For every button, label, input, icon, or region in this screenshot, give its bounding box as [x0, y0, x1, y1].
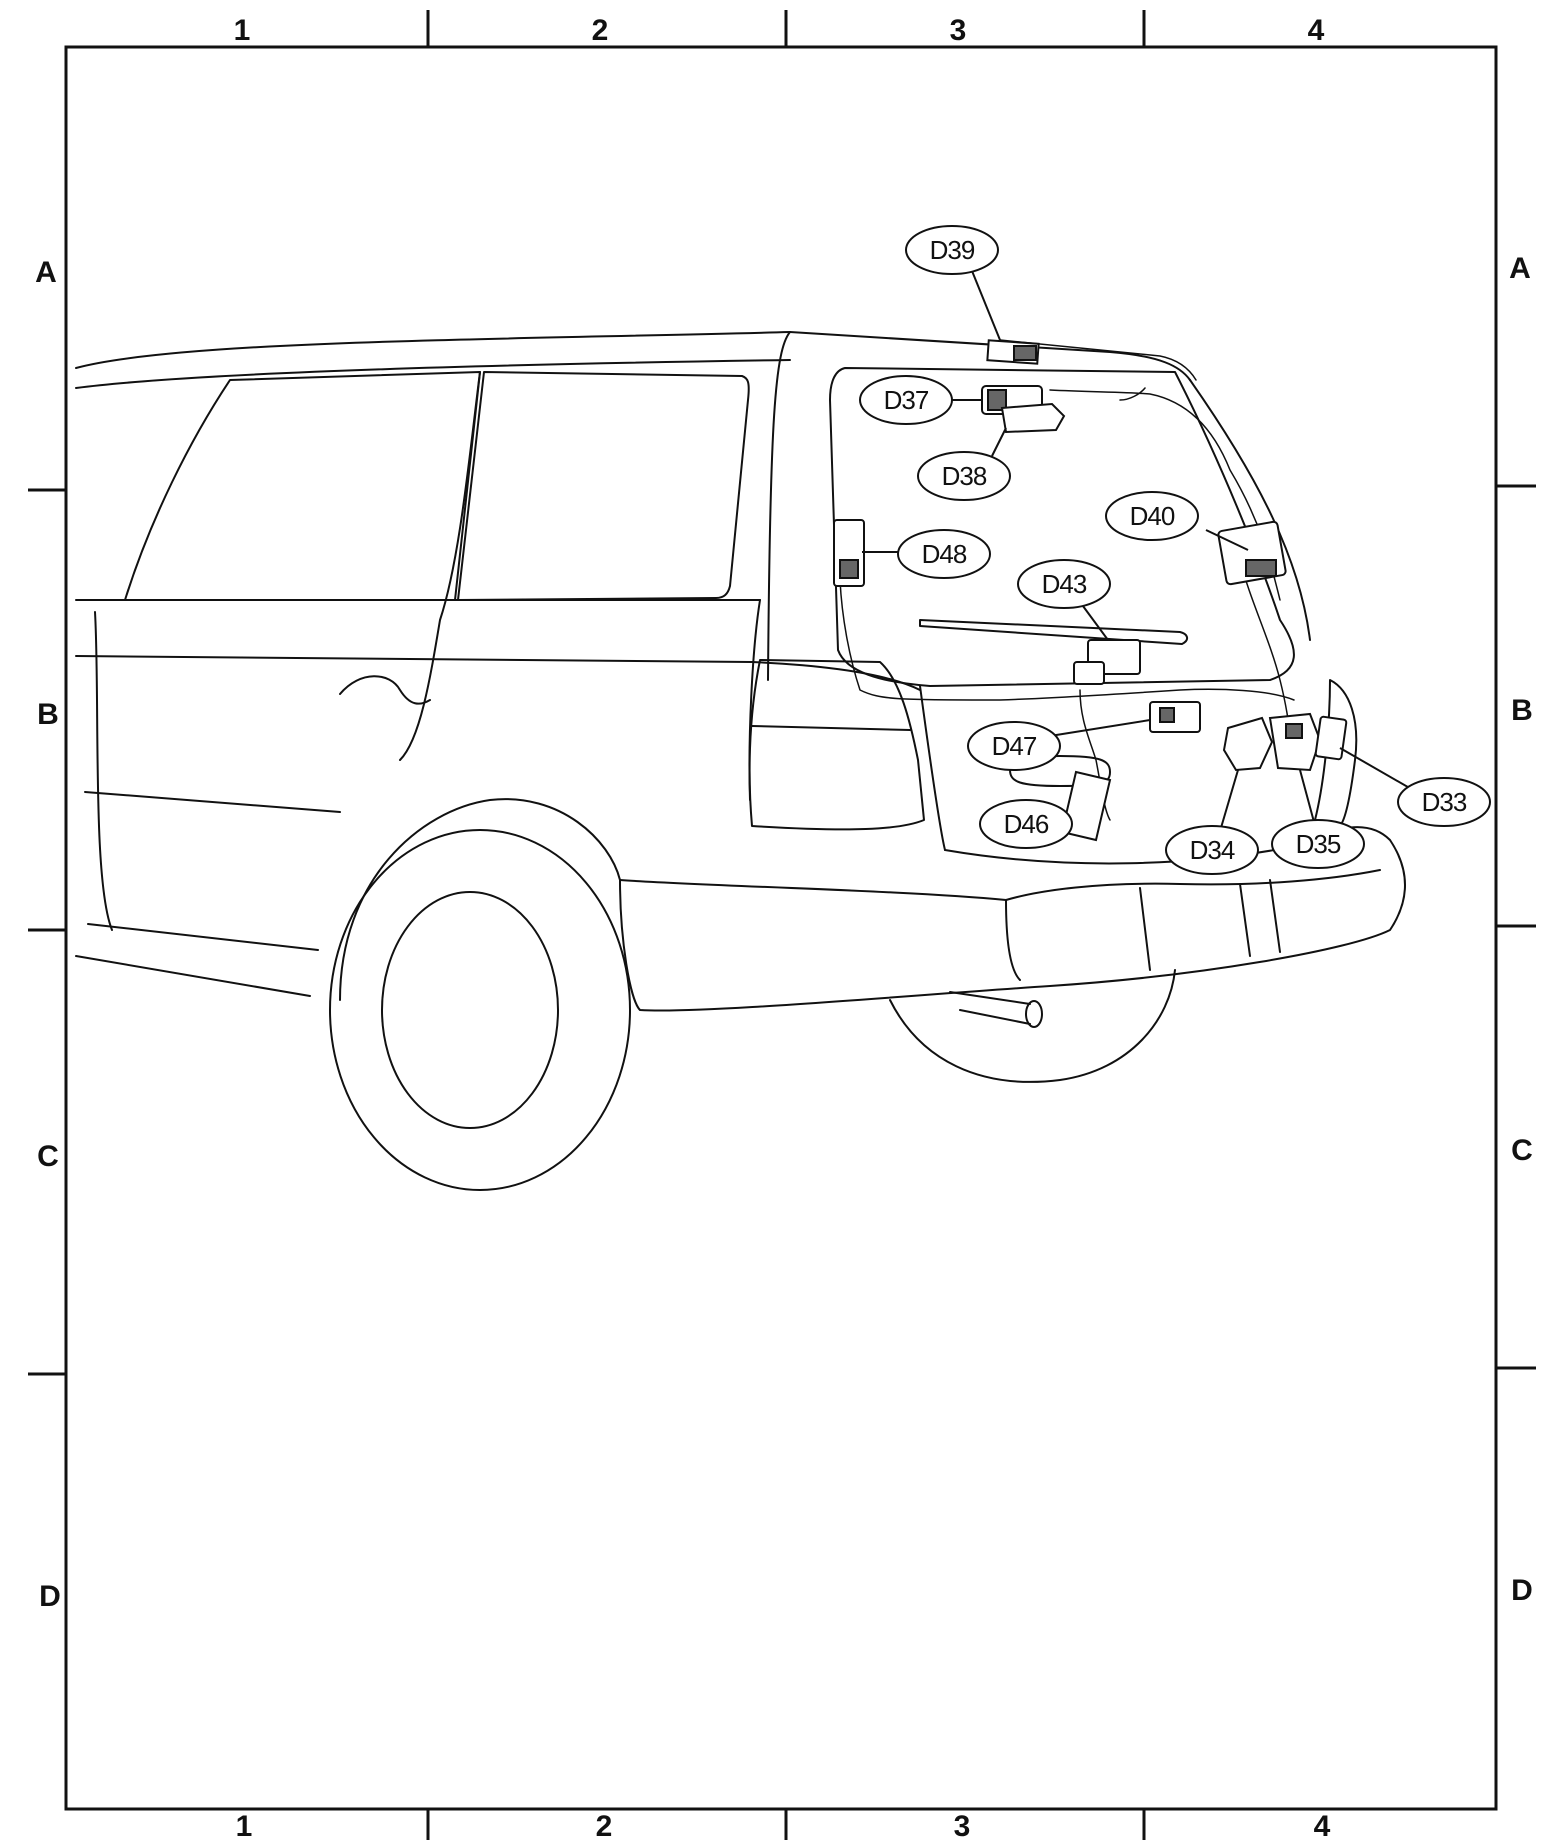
- callout-d48: D48: [897, 529, 991, 579]
- callout-d39-label: D39: [930, 235, 975, 265]
- callout-leaders: [862, 265, 1421, 839]
- callout-d37: D37: [859, 375, 953, 425]
- callout-d39: D39: [905, 225, 999, 275]
- callout-d43: D43: [1017, 559, 1111, 609]
- connector-parts: [833, 339, 1348, 842]
- callout-d38-label: D38: [942, 461, 987, 491]
- row-label-a-right: A: [1509, 252, 1531, 285]
- row-label-d-right: D: [1511, 1574, 1533, 1607]
- callout-d35: D35: [1271, 819, 1365, 869]
- callout-d35-label: D35: [1296, 829, 1341, 859]
- callout-d34: D34: [1165, 825, 1259, 875]
- callout-d38: D38: [917, 451, 1011, 501]
- row-label-c-left: C: [37, 1140, 59, 1173]
- column-label-2-bottom: 2: [596, 1810, 613, 1840]
- column-label-3-top: 3: [950, 14, 967, 47]
- callout-d40-label: D40: [1130, 501, 1175, 531]
- column-label-4-bottom: 4: [1314, 1810, 1331, 1840]
- callout-d43-label: D43: [1042, 569, 1087, 599]
- vehicle-rear-view-drawing: [75, 331, 1406, 1191]
- callout-d46-label: D46: [1004, 809, 1049, 839]
- grid-ticks: [28, 10, 1536, 1840]
- callout-d33: D33: [1397, 777, 1491, 827]
- callout-d33-label: D33: [1422, 787, 1467, 817]
- row-label-a-left: A: [35, 256, 57, 289]
- callout-d47: D47: [967, 721, 1061, 771]
- callout-d46: D46: [979, 799, 1073, 849]
- row-label-d-left: D: [39, 1580, 61, 1613]
- column-label-1-bottom: 1: [236, 1810, 253, 1840]
- column-label-2-top: 2: [592, 14, 609, 47]
- callout-d40: D40: [1105, 491, 1199, 541]
- column-label-4-top: 4: [1308, 14, 1325, 47]
- callout-d47-label: D47: [992, 731, 1037, 761]
- callout-d37-label: D37: [884, 385, 929, 415]
- row-label-b-left: B: [37, 698, 59, 731]
- callout-d34-label: D34: [1190, 835, 1235, 865]
- column-label-3-bottom: 3: [954, 1810, 971, 1840]
- callout-d48-label: D48: [922, 539, 967, 569]
- row-label-c-right: C: [1511, 1134, 1533, 1167]
- diagram-frame: [64, 45, 1498, 1811]
- column-label-1-top: 1: [234, 14, 251, 47]
- row-label-b-right: B: [1511, 694, 1533, 727]
